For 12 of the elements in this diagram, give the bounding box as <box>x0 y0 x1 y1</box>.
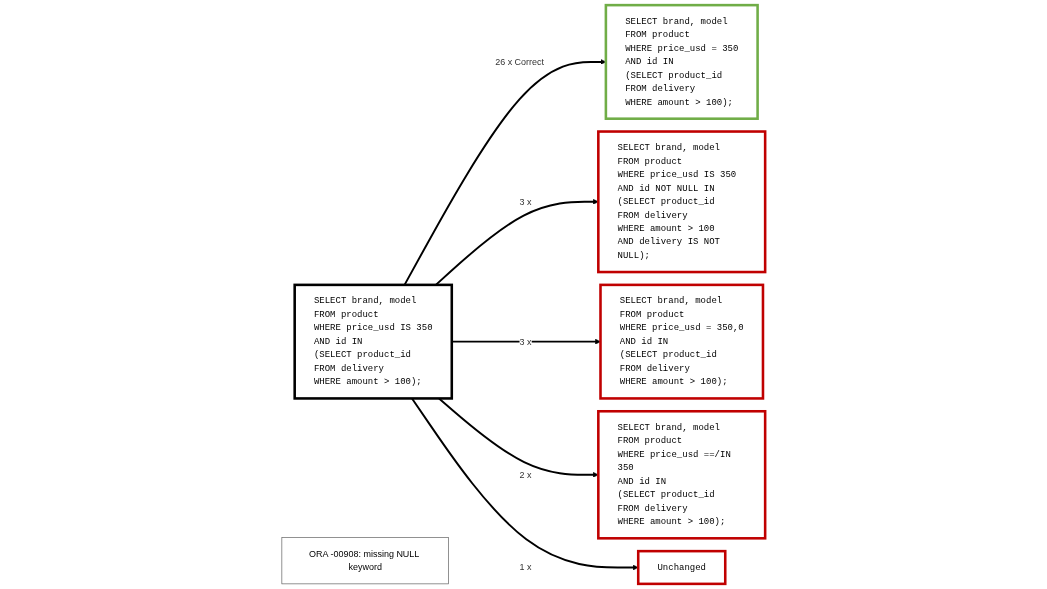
node-box: SELECT brand, model FROM product WHERE price_usd ==/IN 350 AND id IN (SELECT product_id FROM delivery WHERE amount > 100); <box>597 410 767 540</box>
node-box: ORA -00908: missing NULL keyword <box>281 537 449 585</box>
edge-label: 26 x Correct <box>495 56 545 67</box>
node-box: SELECT brand, model FROM product WHERE price_usd IS 350 AND id IN (SELECT product_id FROM delivery WHERE amount > 100); <box>293 283 454 400</box>
edge-label: 1 x <box>519 562 532 573</box>
edge-label: 2 x <box>519 469 532 480</box>
node-box: SELECT brand, model FROM product WHERE price_usd = 350,0 AND id IN (SELECT product_id FROM delivery WHERE amount > 100); <box>599 283 765 400</box>
node-box: SELECT brand, model FROM product WHERE price_usd = 350 AND id IN (SELECT product_id FROM delivery WHERE amount > 100); <box>604 3 759 120</box>
node-box: SELECT brand, model FROM product WHERE price_usd IS 350 AND id NOT NULL IN (SELECT product_id FROM delivery WHERE amount > 100 AND delivery IS NOT NULL); <box>597 130 767 274</box>
edge-label: 3 x <box>519 196 532 207</box>
node-box: Unchanged <box>636 549 727 586</box>
edge-label: 3 x <box>519 336 532 347</box>
